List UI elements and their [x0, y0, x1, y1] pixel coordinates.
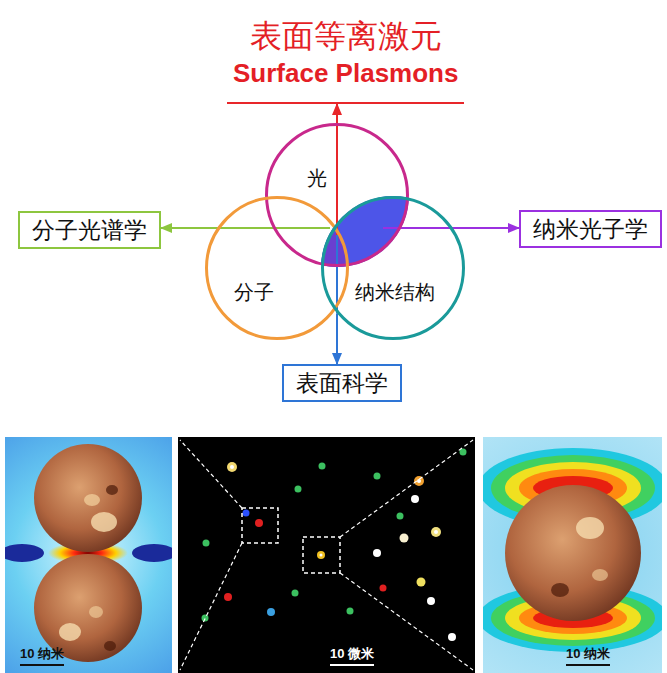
- arrow-connector: [336, 104, 338, 123]
- circle-label: 分子: [234, 279, 274, 306]
- arrow-connector: [161, 227, 217, 229]
- box-label: 分子光谱学: [32, 215, 147, 245]
- circle-outline: [321, 196, 465, 340]
- circle-outline: [267, 125, 408, 266]
- field-box: 纳米光子学: [519, 210, 662, 248]
- title-english: Surface Plasmons: [233, 56, 458, 90]
- arrow-shaft: [383, 227, 453, 229]
- dimer-field-map: [5, 437, 172, 673]
- title-chinese: 表面等离激元: [233, 16, 458, 56]
- field-box: 分子光谱学: [18, 211, 161, 249]
- arrow-connector: [336, 313, 338, 364]
- circle-label: 纳米结构: [355, 279, 435, 306]
- circle-outline: [207, 198, 348, 339]
- overlap-fill: [321, 196, 465, 340]
- scale-label: 10 微米: [330, 645, 374, 666]
- arrow-shaft: [336, 123, 338, 235]
- triple-overlap-fill: [321, 196, 465, 340]
- scale-label: 10 纳米: [566, 645, 610, 666]
- arrow-connector: [453, 227, 519, 229]
- single-particle-field-map: [483, 437, 662, 673]
- circle-outline: [265, 123, 409, 267]
- circle-outline: [205, 196, 349, 340]
- box-label: 纳米光子学: [533, 214, 648, 244]
- box-label: 表面科学: [296, 368, 388, 398]
- circle-label: 光: [307, 165, 327, 192]
- venn-circle: 纳米结构: [321, 196, 465, 340]
- title-heading: 表面等离激元Surface Plasmons: [227, 16, 464, 104]
- circle-outline: [323, 198, 464, 339]
- field-box: 表面科学: [282, 364, 402, 402]
- venn-circle: 分子: [205, 196, 349, 340]
- darkfield-image: [178, 437, 475, 673]
- venn-circle: 光: [265, 123, 409, 267]
- scale-label: 10 纳米: [20, 645, 64, 666]
